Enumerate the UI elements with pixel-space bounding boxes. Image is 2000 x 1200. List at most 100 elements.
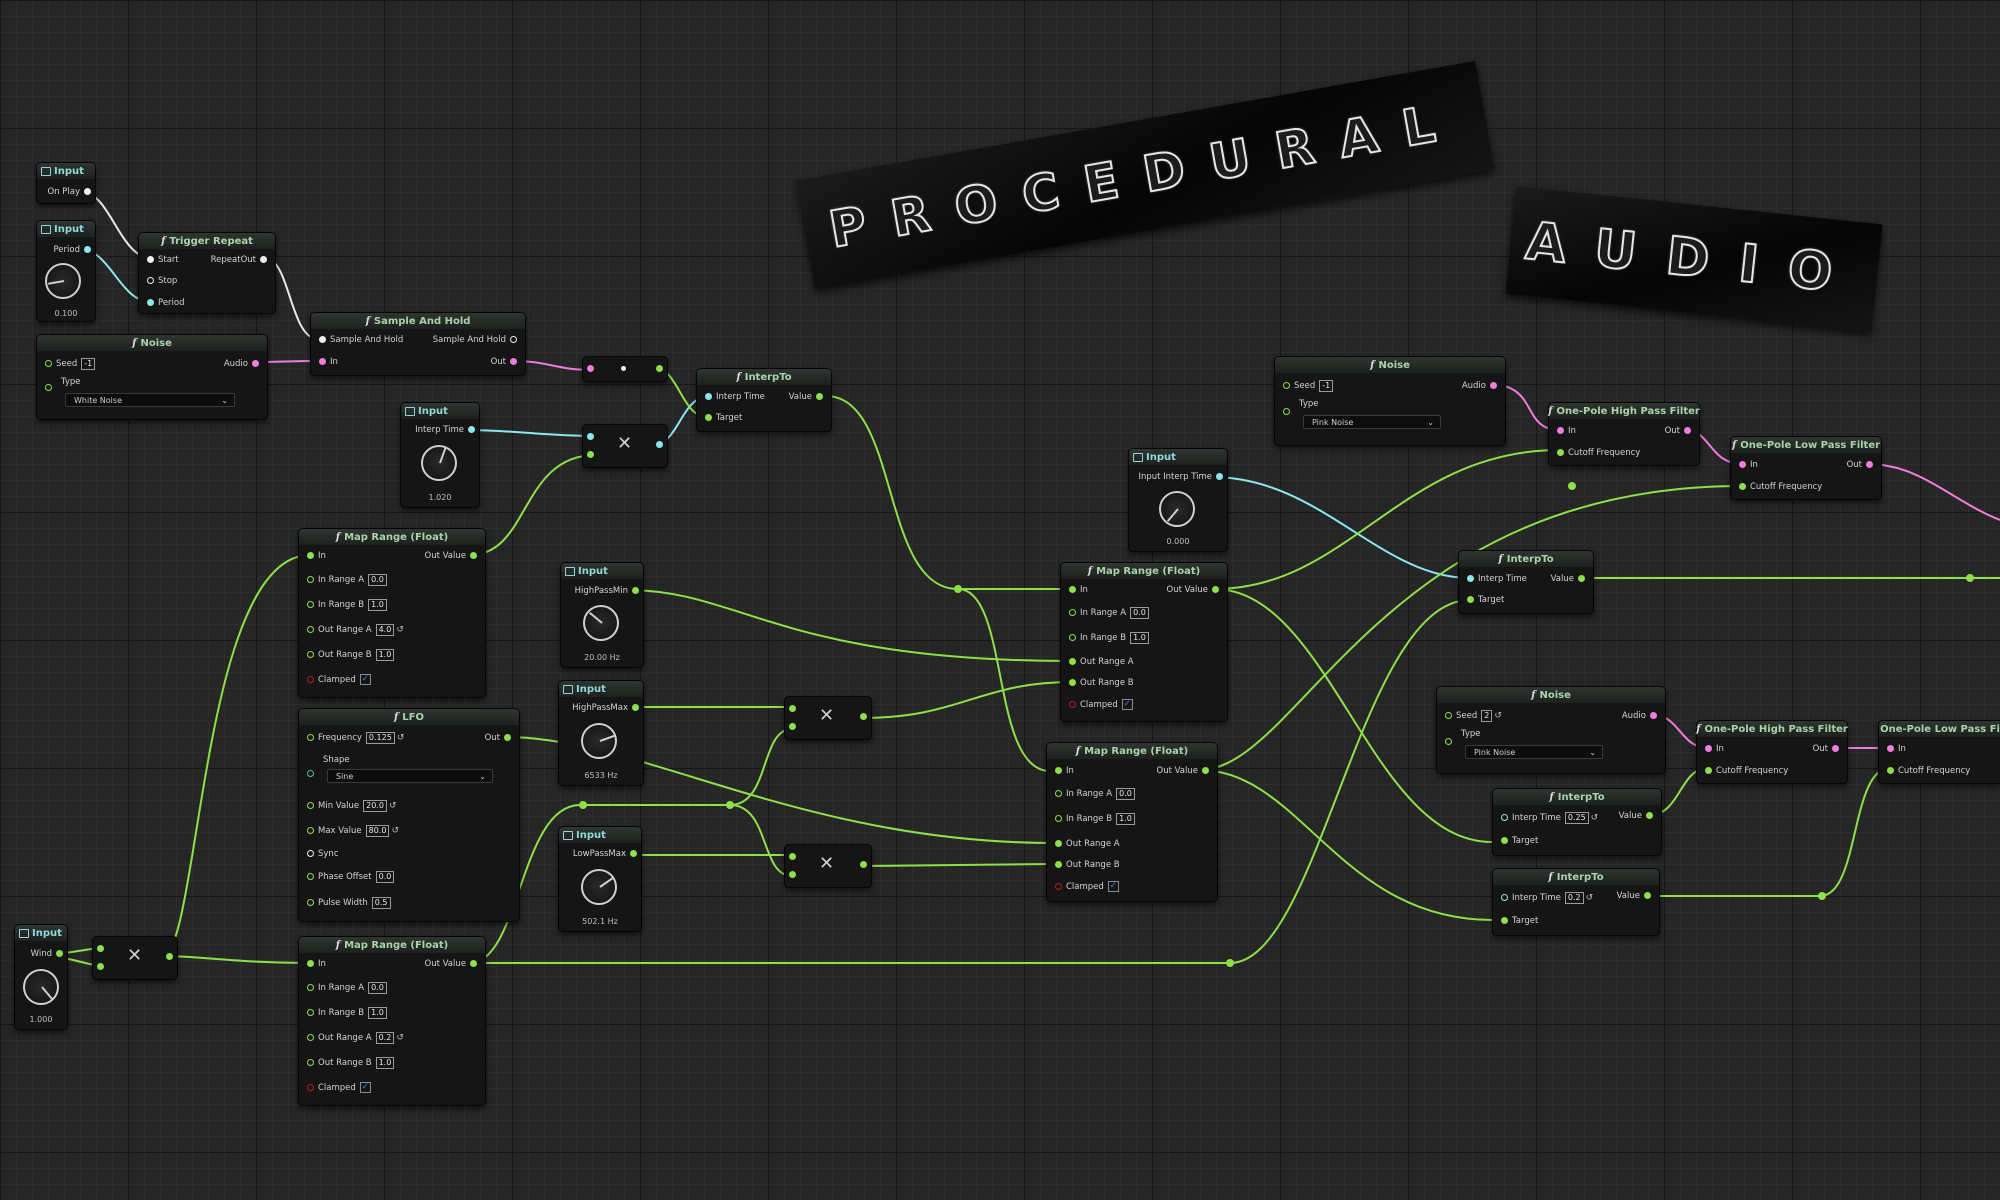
reset-icon[interactable]: ↺ <box>388 801 397 811</box>
pin-mult1-a[interactable] <box>583 430 598 444</box>
clamped-checkbox[interactable]: ✓ <box>359 1082 371 1093</box>
pin-mult3-b[interactable] <box>785 868 800 882</box>
pin-audio[interactable]: Audio <box>224 357 263 371</box>
pin-cutoff[interactable]: Cutoff Frequency <box>1735 480 1822 494</box>
input-interp-knob[interactable] <box>1159 491 1195 527</box>
pin-highpassmin[interactable]: HighPassMin <box>575 584 643 598</box>
pin-out[interactable]: Out <box>1813 742 1843 756</box>
node-input-period[interactable]: Input Period 0.100 <box>36 220 96 322</box>
pin-target[interactable]: Target <box>1463 593 1504 607</box>
pin-reroute-out[interactable] <box>652 362 667 376</box>
pin-seed[interactable]: Seed-1 <box>1279 379 1334 393</box>
node-input-wind[interactable]: Input Wind 1.000 <box>14 924 68 1030</box>
node-input-interptime-2[interactable]: Input Input Interp Time 0.000 <box>1128 448 1228 552</box>
pin-repeatout[interactable]: RepeatOut <box>211 253 271 267</box>
pin-out-range-b[interactable]: Out Range B <box>1065 676 1134 690</box>
pin-out[interactable]: Out <box>1847 458 1877 472</box>
pin-audio[interactable]: Audio <box>1462 379 1501 393</box>
pin-sah-in[interactable]: In <box>315 355 338 369</box>
pin-lfo-out[interactable]: Out <box>485 731 515 745</box>
pin-mult3-a[interactable] <box>785 850 800 864</box>
pin-interptime[interactable]: Interp Time <box>701 390 765 404</box>
noise-type-select[interactable]: White Noise⌄ <box>65 393 235 407</box>
node-multiply-1[interactable]: ✕ <box>582 424 668 468</box>
reset-icon[interactable]: ↺ <box>1494 711 1502 721</box>
pin-in[interactable]: In <box>1051 764 1074 778</box>
pin-sah-out[interactable]: Out <box>491 355 521 369</box>
clamped-checkbox[interactable]: ✓ <box>1121 699 1133 710</box>
pin-audio[interactable]: Audio <box>1622 709 1661 723</box>
highpassmax-knob[interactable] <box>581 723 617 759</box>
pin-clamped[interactable]: Clamped✓ <box>303 1081 371 1095</box>
pin-mult3-out[interactable] <box>856 858 871 872</box>
pin-period-out[interactable]: Period <box>53 243 95 257</box>
lfo-shape-select[interactable]: Sine⌄ <box>327 769 493 783</box>
pin-interptime[interactable]: Interp Time <box>1463 572 1527 586</box>
node-multiply-wind[interactable]: ✕ <box>92 936 178 980</box>
pin-multw-b[interactable] <box>93 960 108 974</box>
pin-value[interactable]: Value <box>1619 809 1657 823</box>
node-multiply-2[interactable]: ✕ <box>784 696 872 740</box>
pin-interp-time[interactable]: Interp Time <box>415 423 479 437</box>
pin-in[interactable]: In <box>303 957 326 971</box>
node-reroute[interactable] <box>582 356 668 382</box>
pin-type[interactable] <box>1279 405 1294 419</box>
pin-type[interactable] <box>41 381 56 395</box>
node-multiply-3[interactable]: ✕ <box>784 844 872 888</box>
pin-start[interactable]: Start <box>143 253 179 267</box>
pin-cutoff[interactable]: Cutoff Frequency <box>1883 764 1970 778</box>
pin-in[interactable]: In <box>1701 742 1724 756</box>
node-input-highpassmax[interactable]: Input HighPassMax 6533 Hz <box>558 680 644 786</box>
pin-out-range-a[interactable]: Out Range A <box>1065 655 1134 669</box>
pin-period-in[interactable]: Period <box>143 296 185 310</box>
pin-in[interactable]: In <box>1735 458 1758 472</box>
pin-cutoff[interactable]: Cutoff Frequency <box>1701 764 1788 778</box>
pin-target[interactable]: Target <box>1497 834 1538 848</box>
reset-icon[interactable]: ↺ <box>396 625 404 635</box>
pin-mult1-b[interactable] <box>583 448 598 462</box>
pin-wind[interactable]: Wind <box>31 947 67 961</box>
pin-in[interactable]: In <box>1883 742 1906 756</box>
pin-input-interp-time[interactable]: Input Interp Time <box>1138 470 1227 484</box>
seed-field[interactable]: -1 <box>81 358 96 370</box>
pin-target[interactable]: Target <box>701 411 742 425</box>
pin-sah-out-exec[interactable]: Sample And Hold <box>433 333 521 347</box>
interp-knob[interactable] <box>421 445 457 481</box>
pin-in[interactable]: In <box>1065 583 1088 597</box>
reset-icon[interactable]: ↺ <box>391 826 399 836</box>
pin-reroute-in[interactable] <box>583 362 598 376</box>
pin-highpassmax[interactable]: HighPassMax <box>572 701 643 715</box>
pin-clamped[interactable]: Clamped✓ <box>1065 698 1133 712</box>
reset-icon[interactable]: ↺ <box>1585 893 1594 903</box>
node-input-lowpassmax[interactable]: Input LowPassMax 502.1 Hz <box>558 826 642 932</box>
pin-in[interactable]: In <box>1553 424 1576 438</box>
